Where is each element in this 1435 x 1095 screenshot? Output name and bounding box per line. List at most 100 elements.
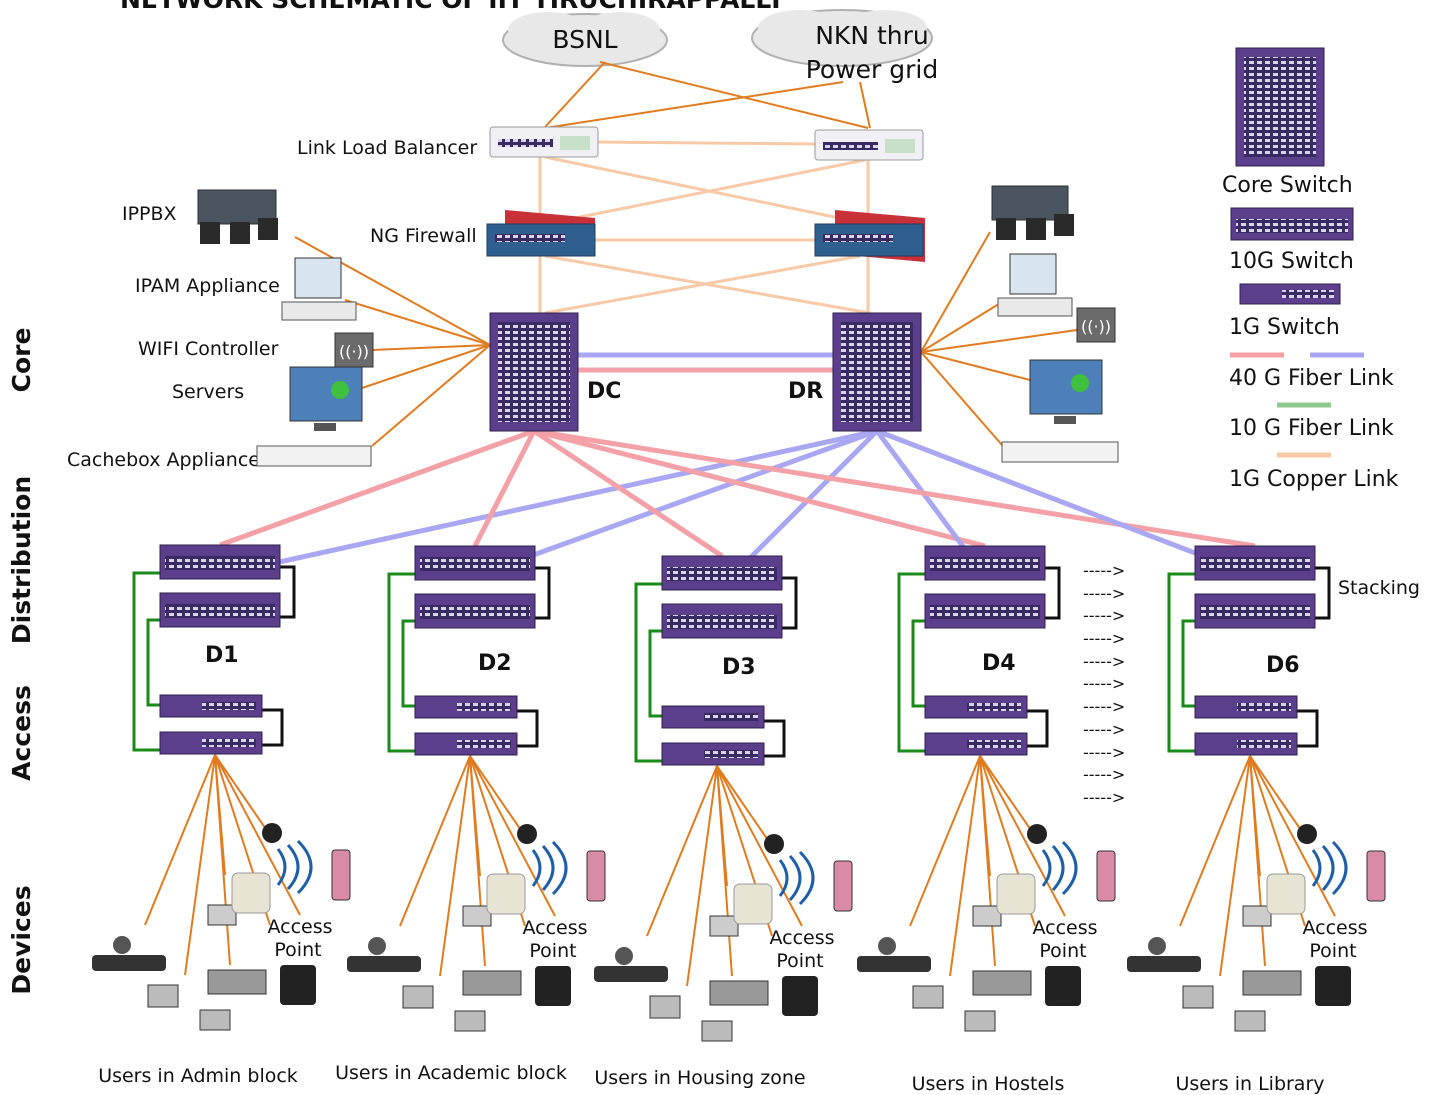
switch-ports bbox=[930, 605, 1040, 619]
legend-core-switch-label: Core Switch bbox=[1222, 173, 1353, 198]
device-link bbox=[716, 765, 773, 847]
fiber-10g-link bbox=[1167, 572, 1195, 753]
appliance-link bbox=[344, 299, 491, 346]
diagram-title: NETWORK SCHEMATIC OF IIT TIRUCHIRAPPALLI bbox=[120, 0, 781, 14]
access-point-icon bbox=[231, 872, 271, 914]
access-point-label: Point bbox=[1039, 940, 1086, 962]
desktop-icon bbox=[207, 904, 237, 926]
laptop-icon bbox=[1182, 985, 1214, 1009]
mobile-phone-icon bbox=[331, 849, 351, 901]
switch-ports bbox=[1200, 605, 1310, 619]
stacking-cable bbox=[782, 576, 798, 630]
laptop-icon bbox=[402, 985, 434, 1009]
legend-10g-switch-label: 10G Switch bbox=[1229, 249, 1354, 274]
device-link bbox=[909, 755, 981, 927]
camera-icon bbox=[615, 947, 633, 965]
access-point-icon bbox=[486, 873, 526, 915]
legend-1g-switch-label: 1G Switch bbox=[1229, 315, 1340, 340]
isp-link bbox=[599, 61, 869, 129]
fiber-10g-link bbox=[648, 629, 662, 718]
core-switch-dc bbox=[489, 312, 579, 432]
servers-device-dr bbox=[1029, 359, 1103, 424]
wifi-signal-icon bbox=[276, 839, 313, 895]
ippbx-device-dr bbox=[991, 185, 1074, 240]
device-link bbox=[184, 754, 216, 976]
continuation-arrow: -----> bbox=[1083, 765, 1125, 784]
appliance-link bbox=[920, 351, 1031, 381]
device-link bbox=[214, 754, 271, 836]
wifi-controller-device-dr: ((·)) bbox=[1076, 307, 1116, 343]
laptop-icon bbox=[147, 984, 179, 1008]
device-link bbox=[214, 754, 301, 916]
dist-uplink-dc bbox=[532, 428, 724, 559]
video-conference-icon bbox=[347, 956, 421, 972]
fiber-10g-link bbox=[911, 619, 925, 708]
bsnl-cloud: BSNL bbox=[502, 12, 668, 67]
servers-label: Servers bbox=[172, 381, 244, 403]
appliance-link bbox=[361, 344, 491, 389]
device-link bbox=[1249, 755, 1336, 917]
laptop-icon bbox=[649, 995, 681, 1019]
switch-ports bbox=[967, 703, 1021, 711]
device-link bbox=[1249, 755, 1306, 837]
mobile-phone-icon bbox=[833, 860, 853, 912]
users-label: Users in Academic block bbox=[335, 1062, 567, 1084]
stacking-label: Stacking bbox=[1338, 577, 1420, 599]
appliance-link bbox=[920, 231, 991, 353]
switch-ports bbox=[165, 556, 275, 570]
appliance-link bbox=[294, 236, 491, 346]
fiber-10g-link bbox=[387, 572, 415, 753]
laptop-icon bbox=[199, 1009, 231, 1031]
printer-icon bbox=[462, 970, 522, 996]
servers-device bbox=[289, 366, 363, 431]
wifi-controller-device: ((·)) bbox=[334, 332, 374, 368]
stacking-cable bbox=[515, 709, 539, 748]
fiber-10g-link bbox=[132, 571, 160, 752]
dist-uplink-dc bbox=[533, 428, 1256, 549]
switch-ports bbox=[1237, 740, 1291, 748]
wifi-signal-icon bbox=[778, 850, 815, 906]
stacking-cable bbox=[762, 719, 786, 758]
laptop-icon bbox=[701, 1020, 733, 1042]
stacking-cable bbox=[260, 708, 284, 747]
wifi-controller-label: WIFI Controller bbox=[138, 338, 279, 360]
legend-core-switch-icon bbox=[1235, 47, 1325, 167]
distribution-label: D3 bbox=[722, 655, 756, 680]
ipam-device bbox=[281, 257, 357, 321]
stacking-cable bbox=[535, 566, 551, 620]
isp-link bbox=[544, 61, 606, 128]
stacking-cable bbox=[280, 565, 296, 619]
device-link bbox=[979, 755, 1036, 837]
switch-ports bbox=[667, 615, 777, 629]
device-link bbox=[646, 765, 718, 937]
device-link bbox=[686, 765, 718, 987]
video-conference-icon bbox=[857, 956, 931, 972]
legend-40g-label: 40 G Fiber Link bbox=[1229, 366, 1394, 391]
users-label: Users in Admin block bbox=[98, 1065, 298, 1087]
ippbx-device bbox=[197, 189, 278, 244]
distribution-label: D6 bbox=[1266, 653, 1300, 678]
printer-icon bbox=[207, 969, 267, 995]
laptop-icon bbox=[1234, 1010, 1266, 1032]
device-link bbox=[949, 755, 981, 977]
continuation-arrow: -----> bbox=[1083, 674, 1125, 693]
ip-phone-icon bbox=[782, 976, 818, 1016]
stacking-cable bbox=[1295, 709, 1319, 748]
fiber-10g-link bbox=[897, 572, 925, 753]
device-link bbox=[1219, 755, 1251, 977]
camera-icon bbox=[113, 936, 131, 954]
device-link bbox=[399, 755, 471, 927]
stacking-cable bbox=[1025, 709, 1049, 748]
dist-uplink-dr bbox=[876, 428, 1256, 579]
cachebox-device bbox=[256, 445, 372, 467]
access-point-icon bbox=[733, 883, 773, 925]
continuation-arrows: -----> -----> -----> -----> -----> -----… bbox=[1083, 561, 1125, 807]
desktop-icon bbox=[972, 905, 1002, 927]
mobile-phone-icon bbox=[1096, 850, 1116, 902]
switch-ports bbox=[1200, 557, 1310, 571]
access-point-label: Access bbox=[522, 917, 587, 939]
ip-phone-icon bbox=[280, 965, 316, 1005]
